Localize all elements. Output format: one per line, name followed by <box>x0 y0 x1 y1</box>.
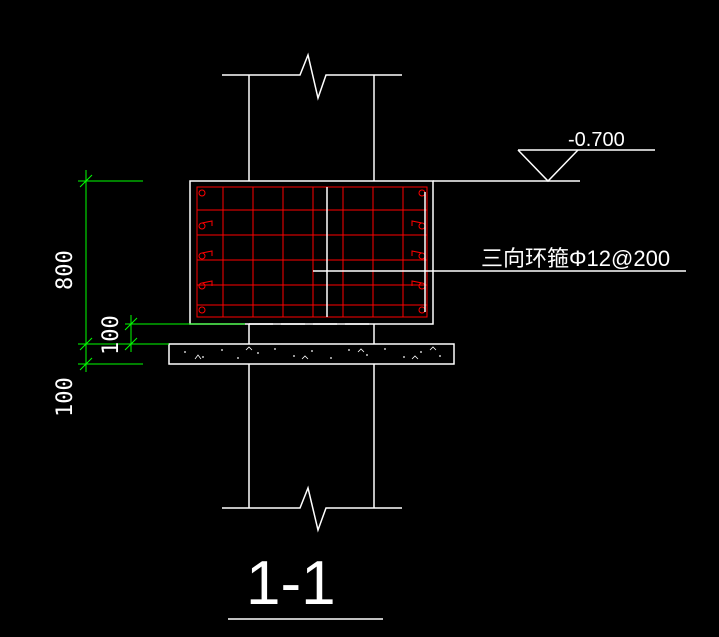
dimension-lines <box>78 170 245 372</box>
rebar-hook <box>201 280 213 286</box>
aggregate-dot <box>257 352 259 354</box>
rebar-hook <box>411 280 423 286</box>
rebar-bar-end <box>198 222 206 230</box>
rebar-bar-end <box>418 306 426 314</box>
dim-tick <box>79 337 93 351</box>
aggregate-dot <box>221 349 223 351</box>
rebar-bar-end <box>418 222 426 230</box>
aggregate-dot <box>237 357 239 359</box>
aggregate-mark <box>411 355 419 360</box>
rebar-cage-outline <box>196 186 428 318</box>
aggregate-dot <box>330 357 332 359</box>
concrete-base-strip <box>168 343 455 365</box>
concrete-hatch <box>184 348 441 359</box>
rebar-hook <box>411 220 423 226</box>
aggregate-dot <box>420 351 422 353</box>
dim-label-pad: 100 <box>99 315 124 355</box>
aggregate-dot <box>403 356 405 358</box>
elevation-marker <box>433 149 655 183</box>
concrete-base <box>168 343 455 365</box>
rebar-bar-end <box>198 189 206 197</box>
aggregate-dot <box>274 348 276 350</box>
dim-label-base: 100 <box>53 377 78 417</box>
aggregate-dot <box>184 351 186 353</box>
section-title: 1-1 <box>246 549 336 618</box>
rebar-hook <box>411 250 423 256</box>
rebar-hook <box>201 220 213 226</box>
aggregate-dot <box>366 354 368 356</box>
pile-cap-outline <box>189 180 434 325</box>
cage-centre-bars <box>326 187 426 317</box>
dim-label-800: 800 <box>53 250 78 290</box>
pad-block <box>248 323 375 344</box>
aggregate-dot <box>311 350 313 352</box>
upper-column <box>222 52 402 181</box>
aggregate-mark <box>245 346 253 351</box>
aggregate-dot <box>348 349 350 351</box>
aggregate-dot <box>439 355 441 357</box>
lower-break-line <box>222 485 402 533</box>
dim-tick <box>79 357 93 371</box>
aggregate-dot <box>293 355 295 357</box>
dim-tick <box>79 174 93 188</box>
aggregate-dot <box>384 348 386 350</box>
rebar-bar-end <box>198 306 206 314</box>
aggregate-mark <box>194 354 202 360</box>
rebar-bar-end <box>198 252 206 260</box>
concrete-hatch-marks <box>194 346 437 360</box>
lower-column <box>222 364 402 533</box>
aggregate-mark <box>301 355 309 360</box>
dim-tick <box>124 337 138 351</box>
rebar-cage <box>196 186 428 318</box>
rebar-bar-end <box>418 252 426 260</box>
rebar-bar-end <box>198 282 206 290</box>
upper-break-line <box>222 52 402 101</box>
rebar-bar-end <box>418 282 426 290</box>
aggregate-dot <box>202 356 204 358</box>
aggregate-mark <box>429 346 437 351</box>
rebar-hook <box>201 250 213 256</box>
dim-tick <box>124 317 138 331</box>
rebar-callout-label: 三向环箍Φ12@200 <box>481 246 670 271</box>
elevation-triangle <box>517 149 579 183</box>
rebar-bar-end <box>418 189 426 197</box>
elevation-label: -0.700 <box>568 129 625 151</box>
aggregate-mark <box>357 348 365 353</box>
